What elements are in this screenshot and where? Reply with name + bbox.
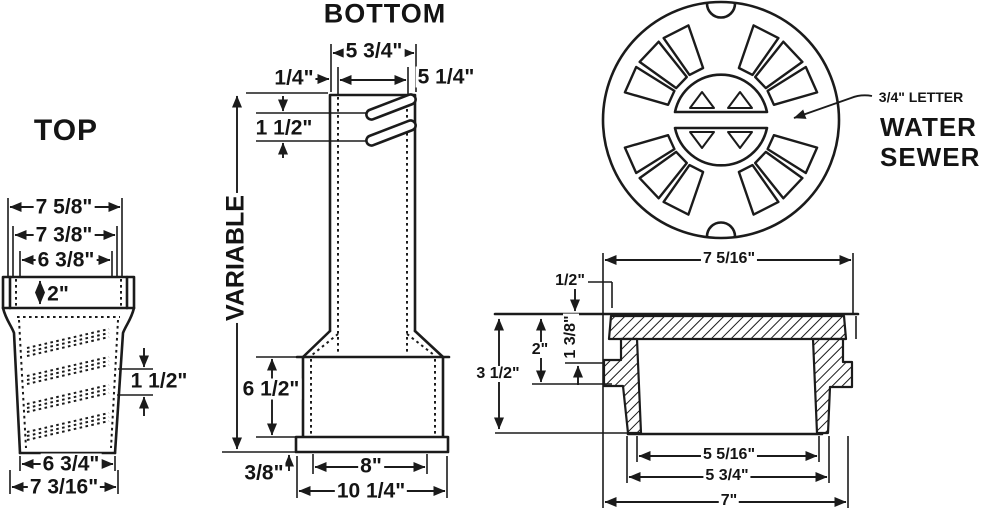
dim-section-top-width: 7 5/16": [700, 250, 758, 267]
lid-ring-hole: [638, 40, 688, 90]
lid-ring-hole: [662, 163, 705, 216]
dim-col-slot-spacing: 1 1/2": [253, 116, 315, 140]
bottom-view-title: BOTTOM: [323, 0, 447, 29]
dim-col-height-variable: VARIABLE: [221, 193, 250, 323]
dim-col-wall: 1/4": [272, 66, 316, 90]
dim-col-top-inner: 5 1/4": [415, 65, 477, 89]
dim-top-rim-depth: 2": [45, 282, 71, 306]
dim-base-inner: 8": [358, 454, 384, 478]
lid-ring-hole: [766, 134, 819, 175]
lid-center-emblem: [673, 73, 769, 167]
lid-ring-hole: [766, 65, 819, 106]
dim-section-bottom-mid: 5 3/4": [703, 467, 751, 484]
dim-top-outer-top: 7 5/8": [33, 195, 95, 219]
top-notch: [705, 2, 737, 19]
dim-section-lip: 1/2": [553, 272, 587, 289]
dim-col-top-outer: 5 3/4": [343, 39, 405, 63]
dim-top-bottom-inner: 6 3/4": [40, 452, 102, 476]
lid-ring-hole: [638, 150, 688, 200]
dim-top-inner-top: 6 3/8": [35, 248, 97, 272]
lid-marking-water: WATER: [880, 112, 977, 142]
dim-section-seat-depth: 2": [529, 341, 551, 358]
lid-letter-callout: 3/4" LETTER: [878, 89, 964, 105]
lid-ring-hole: [623, 134, 676, 175]
dim-section-bottom-outer: 7": [718, 492, 740, 509]
top-view-title: TOP: [33, 114, 99, 147]
lid-ring-hole: [737, 24, 780, 77]
dim-top-mid-top: 7 3/8": [33, 223, 95, 247]
lid-ring-holes: [623, 24, 819, 216]
dim-top-thread-spacing: 1 1/2": [128, 369, 190, 393]
dim-top-bottom-outer: 7 3/16": [27, 475, 101, 499]
lid-ring-hole: [737, 163, 780, 216]
dim-section-rim-depth: 1 3/8": [562, 313, 579, 361]
lid-ring-hole: [662, 24, 705, 77]
bottom-notch: [705, 221, 737, 238]
lid-ring-hole: [754, 150, 804, 200]
dim-base-outer: 10 1/4": [334, 479, 408, 503]
column-slots: [365, 93, 417, 147]
dim-base-height: 6 1/2": [240, 377, 302, 401]
dim-section-bottom-inner: 5 5/16": [700, 446, 758, 463]
dim-flange-thickness: 3/8": [242, 461, 286, 485]
lid-ring-hole: [754, 40, 804, 90]
lid-top-drawing: [601, 0, 873, 240]
lid-ring-hole: [623, 65, 676, 106]
lid-section-drawing: [493, 253, 860, 508]
bottom-view-drawing: [222, 44, 451, 498]
dim-section-overall-height: 3 1/2": [474, 365, 522, 382]
lid-marking-sewer: SEWER: [880, 142, 981, 172]
callout-leader-line: [793, 94, 873, 119]
